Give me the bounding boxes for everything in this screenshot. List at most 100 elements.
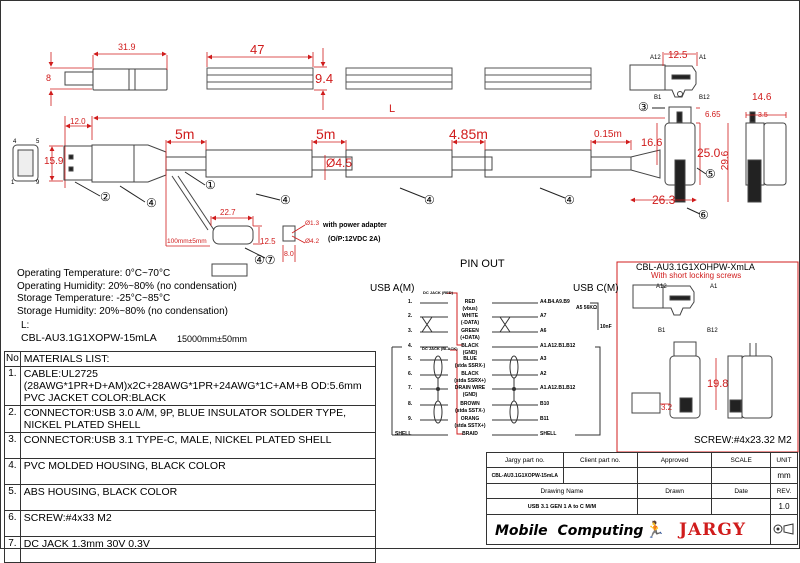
dim-dc-width: 8.0 bbox=[284, 251, 294, 258]
pin-c-label: A6 bbox=[540, 328, 547, 334]
dim-dc-height: 12.5 bbox=[260, 237, 276, 246]
th-approved: Approved bbox=[636, 452, 713, 468]
variant-screw: SCREW:#4x23.32 M2 bbox=[694, 435, 792, 446]
running-man-icon: 🏃 bbox=[645, 521, 666, 539]
dim-14-6: 14.6 bbox=[752, 92, 772, 103]
wire-color-label: DRAIN WIRE bbox=[454, 385, 486, 391]
dim-dc-length: 22.7 bbox=[220, 208, 236, 217]
dim-dc-tail: 100mm±5mm bbox=[167, 238, 207, 245]
typec-dims bbox=[630, 52, 787, 203]
th-date: Date bbox=[711, 483, 771, 499]
variant-b1: B1 bbox=[658, 328, 666, 334]
pin-a-label: 7. bbox=[408, 385, 413, 391]
pin-c-label: A7 bbox=[540, 313, 547, 319]
power-adapter-line1: with power adapter bbox=[323, 222, 387, 229]
wire-signal-label: (vbus) bbox=[462, 306, 478, 312]
wire-signal-label: (+DATA) bbox=[460, 335, 480, 341]
row-text: ABS HOUSING, BLACK COLOR bbox=[19, 484, 377, 511]
pin-label-5: 5 bbox=[36, 139, 40, 145]
pin-label-9: 9 bbox=[36, 180, 40, 186]
callout-4-a: ④ bbox=[146, 196, 157, 210]
usb-a-top-dims bbox=[48, 51, 168, 106]
table-row: 2.CONNECTOR:USB 3.0 A/M, 9P, BLUE INSULA… bbox=[4, 405, 377, 433]
resistor-value: 56KΩ bbox=[583, 305, 597, 311]
logo-mobile: Mobile bbox=[495, 522, 548, 539]
row-no: 1. bbox=[4, 366, 21, 406]
label-a12: A12 bbox=[650, 55, 661, 61]
wire-signal-label: (stda SSTX+) bbox=[454, 423, 486, 429]
pinout-wiring bbox=[391, 302, 601, 436]
pin-label-4: 4 bbox=[13, 139, 17, 145]
table-row: 1.CABLE:UL2725 (28AWG*1PR+D+AM)x2C+28AWG… bbox=[4, 366, 377, 406]
dim-6-65: 6.65 bbox=[705, 110, 721, 119]
jargy-part-value: CBL-AU3.1G1XOPW-15mLA bbox=[486, 467, 564, 484]
callout-2: ② bbox=[100, 190, 111, 204]
variant-dim-3-2: 3.2 bbox=[661, 403, 673, 412]
pin-a-label: SHELL bbox=[395, 431, 412, 437]
wire-color-label: BLACK bbox=[461, 371, 479, 377]
pinout-right-header: USB C(M) bbox=[573, 283, 619, 294]
leader-lines bbox=[74, 107, 707, 259]
capacitor-label: 10nF bbox=[600, 324, 612, 330]
length-label: L: bbox=[21, 320, 30, 331]
pin-a-label: 2. bbox=[408, 313, 413, 319]
rev-value: 1.0 bbox=[770, 498, 798, 515]
dim-25-0: 25.0 bbox=[697, 146, 721, 160]
pin-c-label: A3 bbox=[540, 356, 547, 362]
callout-4-d: ④ bbox=[564, 193, 575, 207]
pin-a-label: 1. bbox=[408, 299, 413, 305]
dim-dc-pin: Ø1.3 bbox=[305, 220, 320, 227]
wire-color-label: BLACK bbox=[461, 343, 479, 349]
pin-c-label: A1.A12.B1.B12 bbox=[540, 385, 576, 391]
row-no: 3. bbox=[4, 432, 21, 459]
th-jargy-part: Jargy part no. bbox=[486, 452, 564, 468]
callout-4-c: ④ bbox=[424, 193, 435, 207]
callout-6: ⑥ bbox=[698, 208, 709, 222]
pin-c-label: B11 bbox=[540, 416, 549, 422]
date-value bbox=[711, 498, 771, 515]
callout-3: ③ bbox=[638, 100, 649, 114]
th-unit: UNIT bbox=[770, 452, 798, 468]
dim-typec-width: 12.5 bbox=[668, 50, 688, 61]
pin-a-label: 9. bbox=[408, 416, 413, 422]
variant-dim-19-8: 19.8 bbox=[707, 378, 729, 390]
dc-jack-red-label: DC JACK (RED) bbox=[423, 290, 453, 295]
wire-signal-label: (stda SSRX+) bbox=[454, 378, 486, 384]
dim-segment-1: 5m bbox=[175, 126, 195, 142]
title-block: Jargy part no. Client part no. Approved … bbox=[486, 452, 798, 545]
wire-signal-label: (-DATA) bbox=[460, 320, 480, 326]
dim-usb-a-height: 8 bbox=[46, 73, 52, 83]
client-part-value bbox=[562, 467, 638, 484]
row-no: 2. bbox=[4, 405, 21, 433]
spec-op-humidity: Operating Humidity: 20%~80% (no condensa… bbox=[17, 280, 237, 292]
unit-value: mm bbox=[770, 467, 798, 484]
pinout-title: PIN OUT bbox=[460, 258, 505, 270]
wire-color-label: WHITE bbox=[461, 313, 479, 319]
dim-cable-diameter: Ø4.5 bbox=[326, 156, 353, 170]
wire-color-label: BLUE bbox=[463, 356, 477, 362]
spec-op-temp: Operating Temperature: 0°C~70°C bbox=[17, 268, 171, 279]
spec-storage-humidity: Storage Humidity: 20%~80% (no condensati… bbox=[17, 305, 228, 317]
pin-c-label: A2 bbox=[540, 371, 547, 377]
dim-segment-4: 0.15m bbox=[594, 129, 622, 140]
specs-block: Operating Temperature: 0°C~70°C Operatin… bbox=[17, 268, 237, 318]
label-b1: B1 bbox=[654, 95, 662, 101]
dc-jack-wiring bbox=[447, 261, 799, 453]
row-no: 4. bbox=[4, 458, 21, 485]
scale-value bbox=[711, 467, 771, 484]
table-row: 6.SCREW:#4x33 M2 bbox=[4, 510, 377, 537]
wire-color-label: RED bbox=[464, 299, 476, 305]
dim-16-6: 16.6 bbox=[641, 137, 663, 149]
wire-signal-label: (GND) bbox=[462, 350, 478, 356]
housing-top-views bbox=[206, 67, 592, 90]
variant-b12: B12 bbox=[707, 328, 718, 334]
th-rev: REV. bbox=[770, 483, 798, 499]
table-row: 7.DC JACK 1.3mm 30V 0.3V bbox=[4, 536, 377, 563]
table-row: 3.CONNECTOR:USB 3.1 TYPE-C, MALE, NICKEL… bbox=[4, 432, 377, 459]
variant-drawing bbox=[631, 284, 773, 419]
wire-color-label: GREEN bbox=[461, 328, 479, 334]
pin-a-label: 3. bbox=[408, 328, 413, 334]
pin-c-label: A1.A12.B1.B12 bbox=[540, 343, 576, 349]
